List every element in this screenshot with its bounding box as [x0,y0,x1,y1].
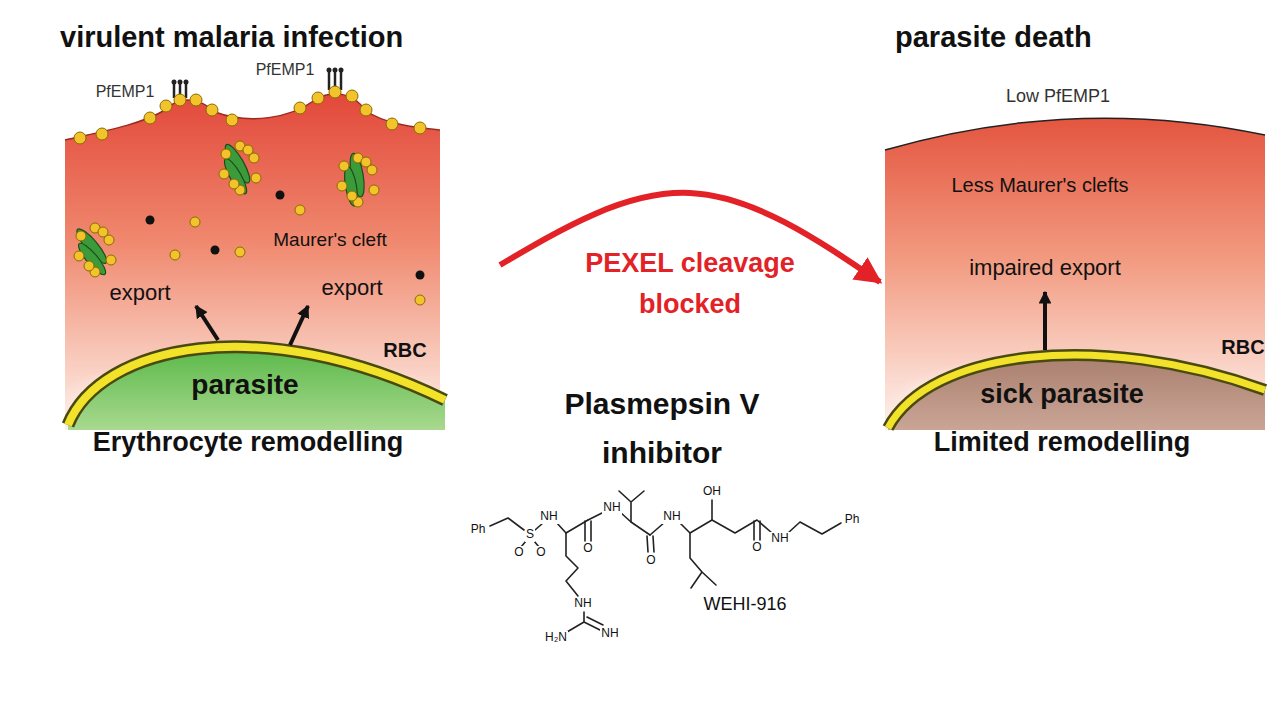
bond [567,612,603,632]
atom-label: O [582,542,593,555]
bond [619,491,644,522]
protein-label: PfEMP1 [96,83,155,101]
protein-label: PfEMP1 [256,61,315,79]
process-label: export [109,280,170,305]
structure-label: Maurer's cleft [273,229,386,251]
atom-label: S [525,528,535,541]
panel-heading: virulent malaria infection [60,21,403,54]
sick-parasite-body: sick parasite [885,320,1265,430]
cell-label: RBC [383,339,426,362]
drug-name: Plasmepsin V inhibitor [532,379,792,478]
cell-label: RBC [1221,336,1264,359]
bond [650,522,665,535]
bond [566,533,578,596]
atom-label: NH [573,597,592,610]
bond [620,512,650,535]
cell-label: parasite [191,369,298,401]
atom-label: NH [662,510,681,523]
protein-label: Low PfEMP1 [1006,87,1110,107]
atom-label: NH [602,501,621,514]
edge-label: PEXEL cleavage blocked [565,243,815,324]
bond [535,523,543,530]
atom-label: O [645,554,656,567]
bond [711,500,713,520]
bond [585,521,591,541]
atom-label: NH [539,510,558,523]
treated-rbc-panel: parasite deathLess Maurer's clefts impair… [880,10,1270,465]
structure-label: Less Maurer's clefts [951,174,1128,197]
bond [754,521,760,540]
panel-heading: parasite death [895,21,1092,54]
atom-label: O [535,546,546,559]
atom-label: OH [702,485,722,498]
bond [647,536,654,552]
bond [690,533,716,588]
bond [490,518,524,530]
atom-label: O [513,546,524,559]
infected-rbc-panel: virulent malaria infectionMaurer's cleft… [55,10,500,465]
atom-label: NH [770,532,789,545]
atom-label: NH [600,627,619,640]
parasite-body: parasite [65,315,445,430]
process-label: impaired export [969,255,1121,280]
panel-caption: Erythrocyte remodelling [93,427,404,458]
panel-caption: Limited remodelling [934,427,1191,458]
atom-label: O [751,541,762,554]
cell-label: sick parasite [980,379,1144,410]
atom-label: Ph [470,523,487,536]
compound-id: WEHI-916 [703,595,786,615]
cell-illustration [885,320,1265,430]
process-label: export [321,275,382,300]
atom-label: Ph [844,513,861,526]
bond [788,522,841,534]
bond [679,520,772,533]
bond [556,520,588,533]
atom-label: H₂N [544,631,568,644]
